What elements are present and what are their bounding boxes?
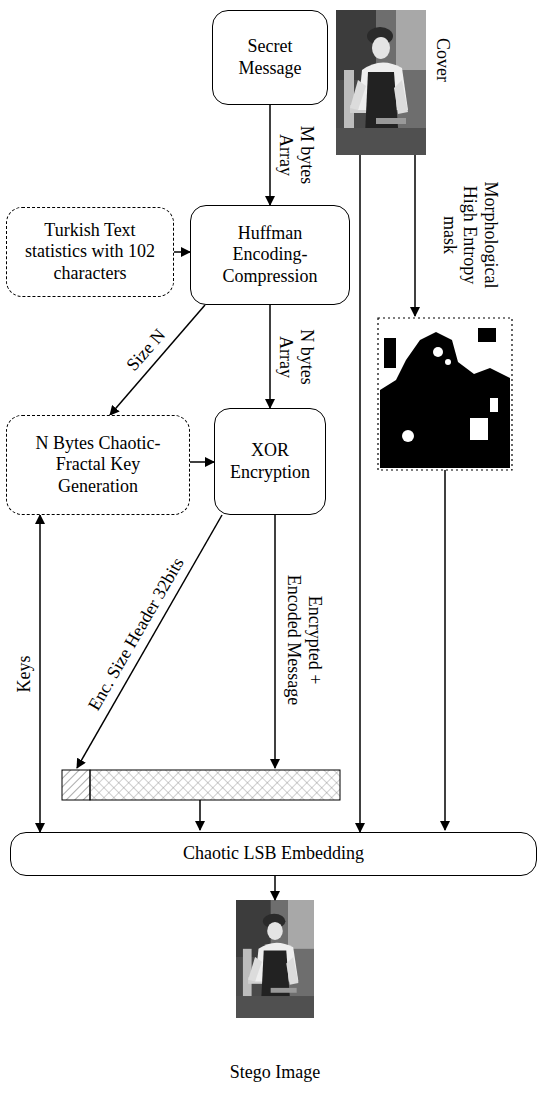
node-text: Turkish Text statistics with 102 charact… — [23, 220, 158, 285]
text-stack: Turkish Text statistics with 102 charact… — [23, 220, 158, 285]
edge-label: N bytes Array — [275, 320, 316, 394]
message-line — [274, 515, 276, 768]
flow-arrow — [274, 876, 276, 900]
process-box: XOR Encryption — [214, 408, 326, 515]
edge-label: M bytes Array — [275, 118, 316, 192]
edge-label: Size N — [120, 323, 170, 376]
node-text: XOR Encryption — [225, 440, 315, 483]
flow-arrow — [110, 305, 205, 415]
text-stack: Cover — [431, 38, 453, 82]
embedding-box: Chaotic LSB Embedding — [10, 832, 537, 876]
cover-image: Cover — [336, 10, 426, 155]
node-text: N Bytes Chaotic- Fractal Key Generation — [28, 433, 168, 498]
flow-arrow — [174, 251, 190, 253]
text-stack: Secret Message — [230, 36, 310, 79]
image-caption: Cover — [431, 38, 453, 82]
image-caption: Stego Image — [230, 1062, 320, 1084]
key-generation-box: N Bytes Chaotic- Fractal Key Generation — [6, 415, 190, 515]
node-text: Huffman Encoding- Compression — [215, 223, 325, 288]
flow-arrow — [39, 515, 41, 832]
message-label: Encrypted + Encoded Message — [283, 568, 324, 712]
flow-arrow — [269, 305, 271, 408]
edge-label: Keys — [14, 653, 35, 694]
flow-arrow — [269, 105, 271, 205]
flow-arrow — [190, 461, 214, 463]
node-text: Secret Message — [230, 36, 310, 79]
header-line — [77, 515, 222, 768]
entropy-mask — [378, 318, 512, 470]
text-stack: Chaotic LSB Embedding — [183, 843, 364, 865]
cover-photo — [336, 10, 426, 155]
process-box: Secret Message — [212, 10, 328, 105]
text-stack: N Bytes Chaotic- Fractal Key Generation — [28, 433, 168, 498]
text-stack: XOR Encryption — [225, 440, 315, 483]
text-stack: Stego Image — [230, 1062, 320, 1084]
node-text: Chaotic LSB Embedding — [183, 843, 364, 865]
bar-line — [199, 800, 201, 830]
stego-photo — [236, 900, 314, 1018]
process-box: Huffman Encoding- Compression — [190, 205, 350, 305]
message-bar — [62, 770, 340, 800]
header-label: Enc. Size Header 32bits — [83, 552, 189, 716]
text-stack: Huffman Encoding- Compression — [215, 223, 325, 288]
mask-line — [444, 470, 446, 830]
flow-arrow — [359, 155, 361, 832]
mask-line — [414, 155, 416, 316]
mask-label: Morphological High Entropy mask — [439, 172, 501, 298]
statistics-box: Turkish Text statistics with 102 charact… — [6, 207, 174, 297]
stego-image: Stego Image — [236, 900, 314, 1018]
